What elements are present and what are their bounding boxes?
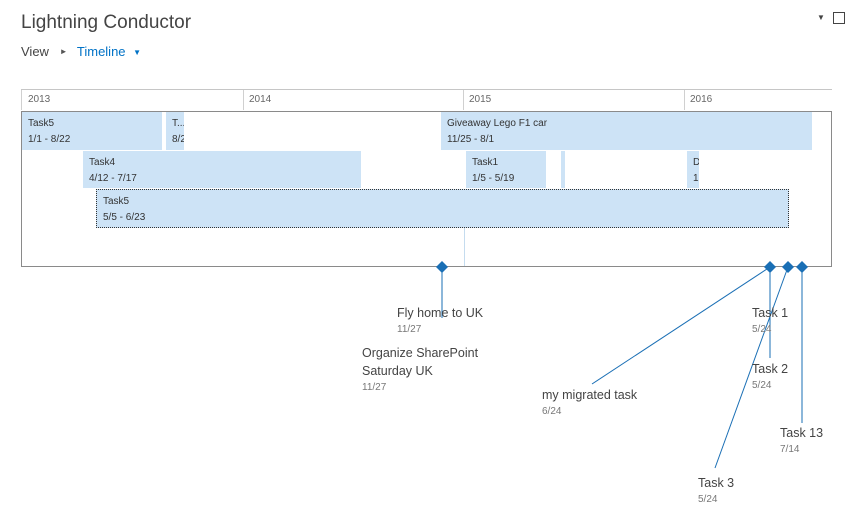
task-bar-name: D [693,157,699,168]
task-bar-dates: 5/5 - 6/23 [103,212,146,223]
milestone-label-organize[interactable]: Organize SharePoint [362,346,479,360]
milestone-label-organize-line2[interactable]: Saturday UK [362,364,433,378]
year-axis: 2013 2014 2015 2016 [21,89,832,110]
milestone-diamond-icon [436,261,448,273]
year-label: 2014 [249,94,272,105]
milestone-date: 6/24 [542,406,562,417]
view-label: View [21,44,49,59]
task-bar-dates: 11/25 - 8/1 [447,134,495,145]
task-bar-name: Task1 [472,157,499,168]
view-breadcrumb: View ► Timeline ▼ [21,44,141,59]
task-bar-name: T... [172,118,184,129]
task-bar-task5[interactable]: Task5 1/1 - 8/22 [22,112,162,150]
task-bar-task5-selected[interactable]: Task5 5/5 - 6/23 [96,189,789,228]
milestone-date: 5/24 [698,494,718,505]
year-tick [21,90,22,110]
connector-migrated [591,266,771,385]
task-bar-dates: 8/2 [172,134,184,145]
timeline-toggle-checkbox[interactable] [833,12,845,24]
milestone-date: 7/14 [780,444,800,455]
task-bar-d[interactable]: D 1 [687,151,699,188]
page-title: Lightning Conductor [21,12,192,33]
task-bar-dates: 1 [693,173,699,184]
today-marker [464,228,465,266]
chevron-down-icon[interactable]: ▼ [133,48,142,57]
milestone-diamond-icon [782,261,794,273]
task-bar-small[interactable] [561,151,565,188]
milestone-label-migrated[interactable]: my migrated task [542,388,638,402]
task-bar-task1[interactable]: Task1 1/5 - 5/19 [466,151,546,188]
year-label: 2013 [28,94,51,105]
milestone-date: 5/24 [752,380,772,391]
connector-task3 [714,266,789,469]
milestone-date: 5/24 [752,324,772,335]
milestone-label-fly-home[interactable]: Fly home to UK [397,306,484,320]
milestone-label-task13[interactable]: Task 13 [780,426,824,440]
year-label: 2016 [690,94,713,105]
year-tick [243,90,244,110]
task-bar-name: Task5 [103,196,130,207]
breadcrumb-arrow-icon: ► [59,47,68,56]
options-dropdown-icon[interactable]: ▼ [817,13,825,22]
task-bar-dates: 1/1 - 8/22 [28,134,71,145]
task-bar-dates: 1/5 - 5/19 [472,173,515,184]
milestone-date: 11/27 [397,324,422,335]
task-bar-name: Task4 [89,157,116,168]
year-tick [463,90,464,110]
milestone-diamond-icon [796,261,808,273]
milestone-label-task3[interactable]: Task 3 [698,476,735,490]
task-bar-task4[interactable]: Task4 4/12 - 7/17 [83,151,361,188]
milestone-date: 11/27 [362,382,387,393]
milestone-diamond-icon [764,261,776,273]
milestone-label-task2[interactable]: Task 2 [752,362,789,376]
task-bar-dates: 4/12 - 7/17 [89,173,137,184]
milestone-label-task1[interactable]: Task 1 [752,306,789,320]
task-bar-name: Task5 [28,118,55,129]
task-bar-t[interactable]: T... 8/2 [166,112,184,150]
timeline-view-link[interactable]: Timeline [76,44,126,59]
task-bar-giveaway[interactable]: Giveaway Lego F1 car 11/25 - 8/1 [441,112,812,150]
year-label: 2015 [469,94,492,105]
task-bar-name: Giveaway Lego F1 car [447,118,548,129]
year-tick [684,90,685,110]
